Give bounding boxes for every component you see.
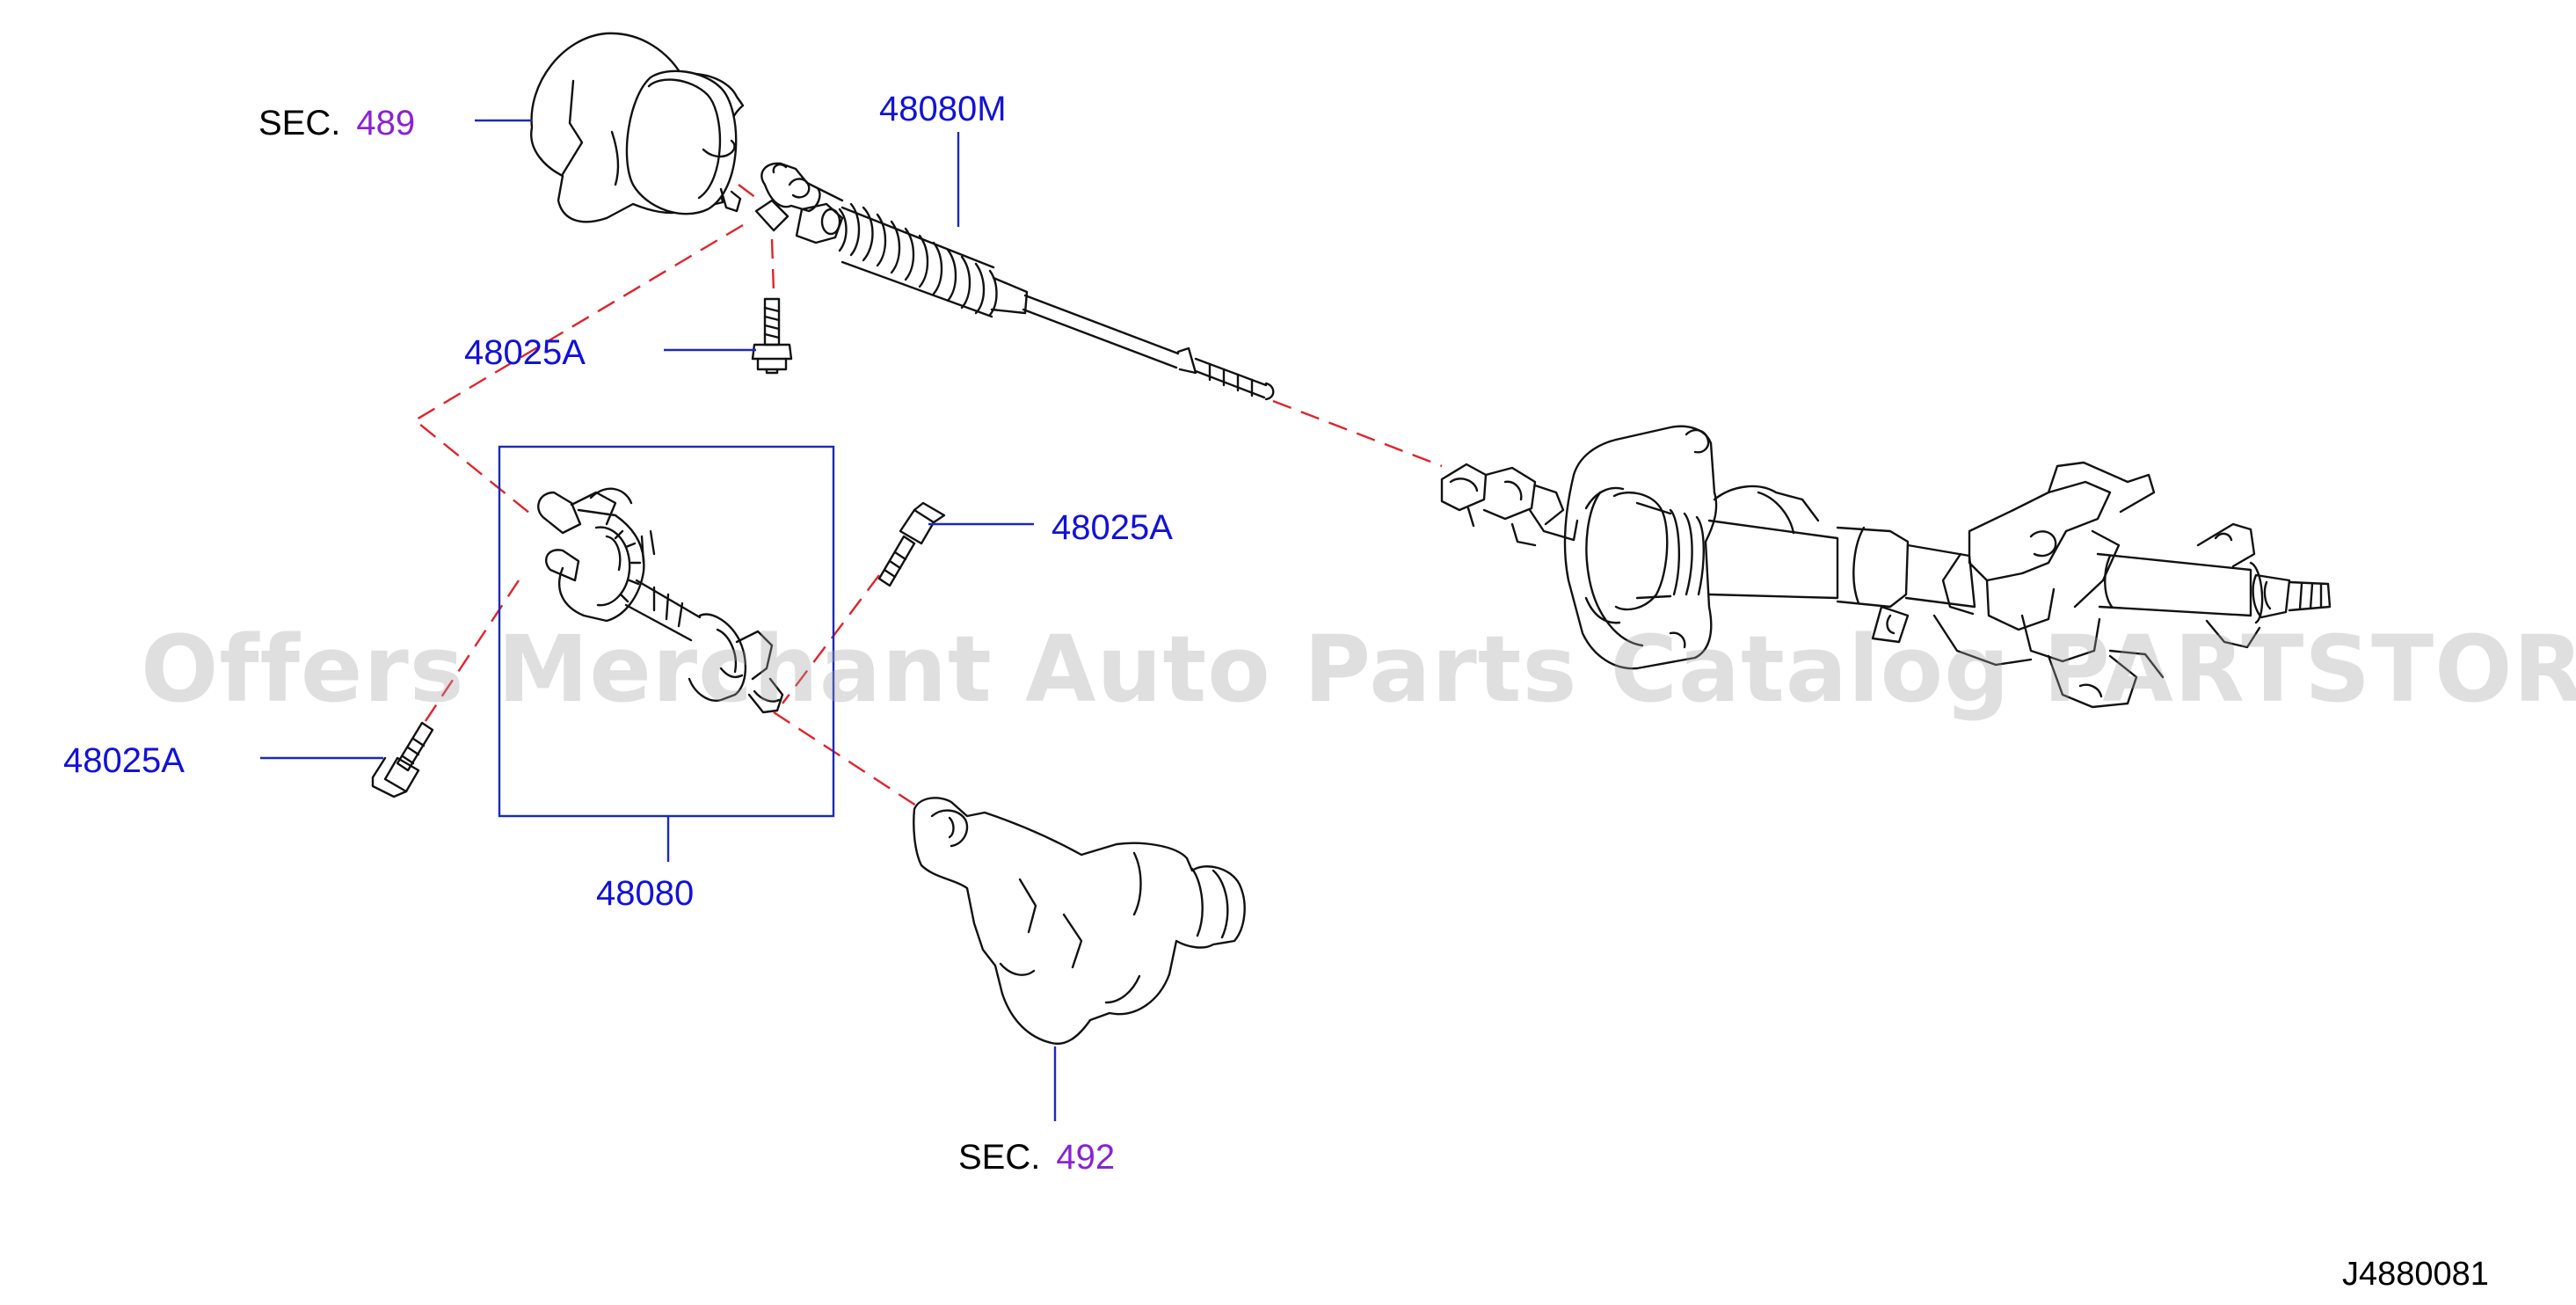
sec-number: 492 bbox=[1056, 1138, 1116, 1177]
sec492-component bbox=[913, 797, 1246, 1046]
steering-column bbox=[1440, 425, 2332, 709]
sec-number: 489 bbox=[356, 104, 416, 142]
bolt-right bbox=[877, 501, 946, 587]
shaft-48080M bbox=[754, 162, 1275, 401]
label-sec-489[interactable]: SEC. 489 bbox=[258, 106, 415, 141]
sec-prefix: SEC. bbox=[258, 104, 341, 142]
label-48025A-right[interactable]: 48025A bbox=[1052, 508, 1173, 547]
label-sec-492[interactable]: SEC. 492 bbox=[958, 1140, 1115, 1175]
label-48080M[interactable]: 48080M bbox=[879, 90, 1007, 128]
label-48025A-left[interactable]: 48025A bbox=[63, 741, 185, 780]
leader-lines bbox=[260, 119, 1057, 1121]
bolt-upper bbox=[751, 297, 793, 375]
label-48025A-upper[interactable]: 48025A bbox=[464, 333, 586, 372]
joint-assembly-48080 bbox=[537, 487, 784, 714]
label-48080[interactable]: 48080 bbox=[596, 874, 695, 913]
bolt-left bbox=[371, 721, 434, 798]
sec-prefix: SEC. bbox=[958, 1138, 1041, 1177]
assembly-box-48080 bbox=[498, 445, 835, 818]
sec489-component bbox=[530, 32, 745, 223]
connection-lines bbox=[412, 184, 1443, 811]
diagram-code: J4880081 bbox=[2342, 1256, 2489, 1293]
